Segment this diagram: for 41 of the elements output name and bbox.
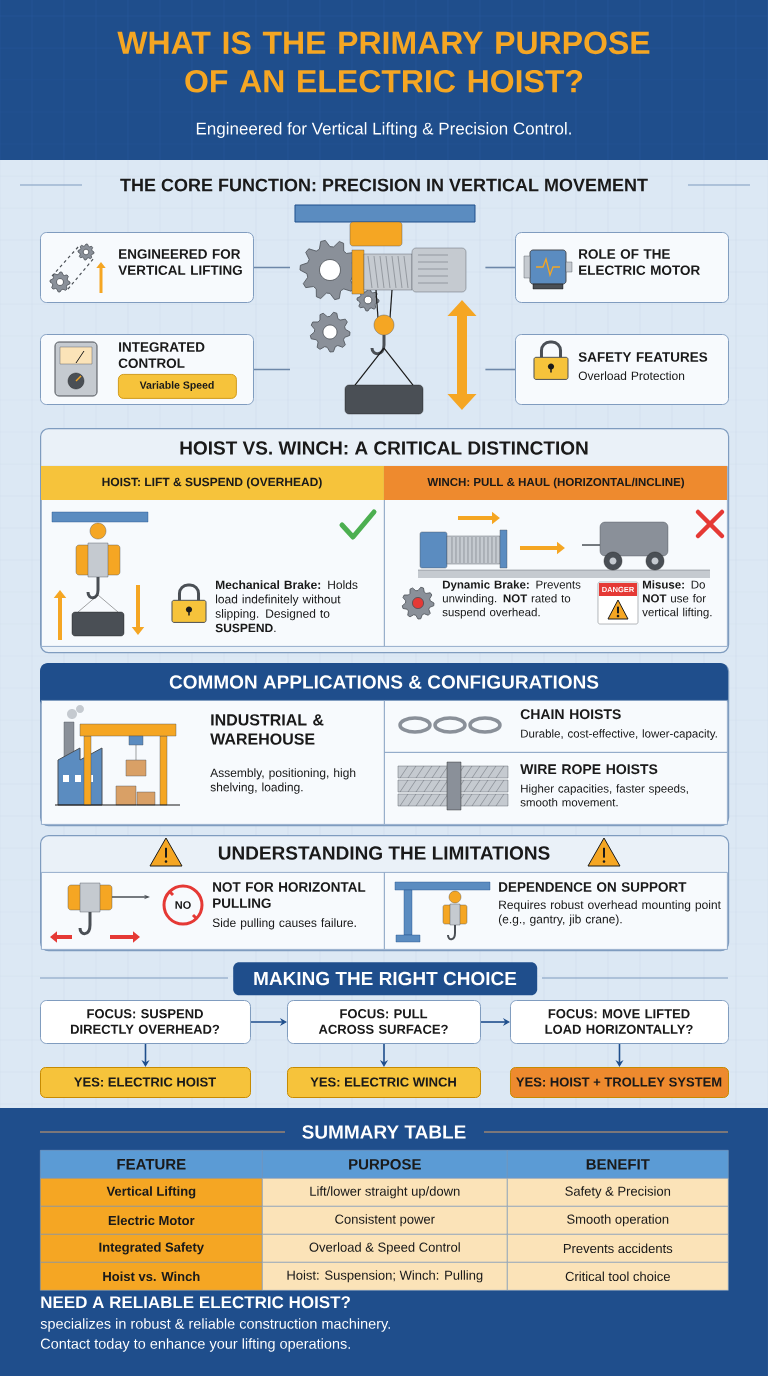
table-cell: Safety & Precision (507, 1178, 729, 1207)
connector-line (484, 368, 516, 371)
info-card: ENGINEERED FOR VERTICAL LIFTING (40, 232, 254, 303)
table-cell: Critical tool choice (507, 1262, 729, 1291)
table-cell: Overload & Speed Control (262, 1234, 508, 1263)
body-text: specializes in robust & reliable construction machinery. (40, 1318, 390, 1332)
connector-line (253, 266, 291, 269)
question-box: FOCUS: SUSPEND DIRECTLY OVERHEAD? (40, 1000, 251, 1044)
subtitle: Engineered for Vertical Lifting & Precision Control. (196, 122, 571, 138)
table-cell: Consistent power (262, 1206, 508, 1235)
connector-line (253, 368, 291, 371)
title: WHAT IS THE PRIMARY PURPOSE OF AN ELECTRIC HOIST? (117, 31, 650, 93)
info-cell: DEPENDENCE ON SUPPORT Requires robust overhead mounting point (e.g., gantry, jib crane). (384, 872, 728, 950)
table-cell: BENEFIT (507, 1150, 729, 1179)
question-box: FOCUS: MOVE LIFTED LOAD HORIZONTALLY? (510, 1000, 729, 1044)
table-cell: Lift/lower straight up/down (262, 1178, 508, 1207)
sign-text: NO (175, 901, 191, 909)
table-cell: Prevents accidents (507, 1234, 729, 1263)
result-box: YES: HOIST + TROLLEY SYSTEM (510, 1067, 729, 1098)
info-card: SAFETY FEATURES Overload Protection (515, 334, 729, 405)
connector-line (484, 266, 516, 269)
body-text: Contact today to enhance your lifting operations. (40, 1338, 350, 1352)
table-cell: Smooth operation (507, 1206, 729, 1235)
table-cell: Hoist: Suspension; Winch: Pulling (262, 1262, 508, 1291)
comparison-column: HOIST: LIFT & SUSPEND (OVERHEAD) Mechanical Brake: Holds load indefinitely without slipping. Designed to SUSPEND. (41, 466, 385, 647)
table-cell: FEATURE (40, 1150, 263, 1179)
question-box: FOCUS: PULL ACROSS SURFACE? (287, 1000, 481, 1044)
table-cell: Hoist vs. Winch (40, 1262, 263, 1291)
table-cell: Integrated Safety (40, 1234, 263, 1263)
section-heading: SUMMARY TABLE (302, 1125, 466, 1139)
feature-tag: Variable Speed (118, 374, 237, 399)
section-heading: THE CORE FUNCTION: PRECISION IN VERTICAL MOVEMENT (120, 178, 648, 192)
table-cell: PURPOSE (262, 1150, 508, 1179)
result-box: YES: ELECTRIC HOIST (40, 1067, 251, 1098)
call-to-action-heading: NEED A RELIABLE ELECTRIC HOIST? (41, 1296, 350, 1309)
section-heading-banner: MAKING THE RIGHT CHOICE (233, 962, 538, 996)
result-box: YES: ELECTRIC WINCH (287, 1067, 481, 1098)
info-cell: CHAIN HOISTS Durable, cost-effective, lower-capacity. (384, 700, 728, 753)
table-cell: Vertical Lifting (40, 1178, 263, 1207)
hoist-drawing (294, 204, 477, 415)
table-cell: Electric Motor (40, 1206, 263, 1235)
